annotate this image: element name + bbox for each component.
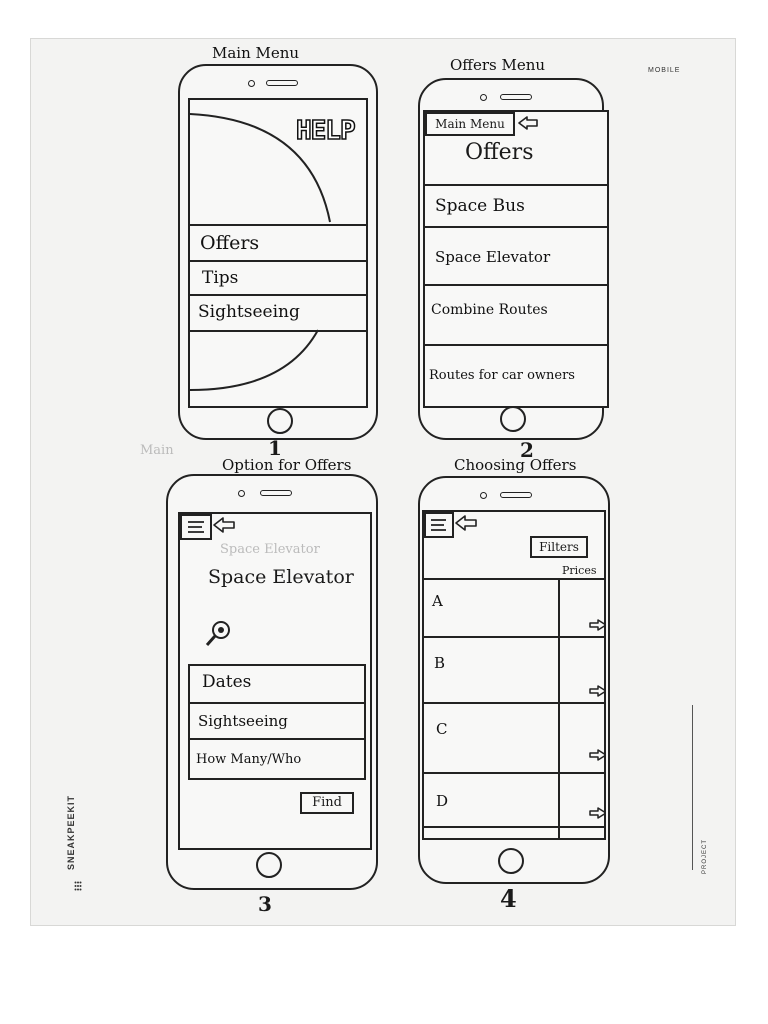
screen-2-number: 2	[520, 438, 534, 462]
option-label: Dates	[202, 672, 252, 692]
options-list: Dates Sightseeing How Many/Who	[188, 664, 366, 780]
screen-3-number: 3	[258, 892, 272, 916]
table-header-divider	[424, 578, 604, 580]
row-divider	[424, 826, 604, 828]
camera-icon	[480, 94, 487, 101]
menu-item-offers[interactable]: Offers	[190, 224, 366, 260]
option-label: How Many/Who	[196, 752, 302, 767]
globe-sketch	[190, 113, 331, 391]
camera-icon	[480, 492, 487, 499]
phone-1: HELP Offers Tips Sightseeing	[178, 64, 378, 440]
help-button[interactable]: HELP	[295, 115, 356, 147]
menu-item-tips[interactable]: Tips	[190, 260, 366, 296]
screen-1-number: 1	[268, 436, 282, 460]
phone-3: Space Elevator Space Elevator Dates Sigh…	[166, 474, 378, 890]
option-label: Sightseeing	[198, 712, 288, 730]
option-how-many-who[interactable]: How Many/Who	[190, 738, 364, 778]
offer-item-routes-car-owners[interactable]: Routes for car owners	[425, 344, 607, 406]
phone-2: Main Menu Offers Space Bus Space Elevato…	[418, 78, 609, 440]
prices-column-header: Prices	[562, 564, 597, 577]
hamburger-menu-button[interactable]	[424, 512, 454, 538]
offer-row-a[interactable]: A	[424, 580, 604, 636]
space-elevator-heading: Space Elevator	[208, 566, 354, 588]
speaker-icon	[500, 492, 532, 498]
offer-item-space-elevator[interactable]: Space Elevator	[425, 226, 607, 288]
menu-divider	[190, 330, 366, 332]
screen-2-title: Offers Menu	[450, 56, 546, 74]
offer-item-label: Space Elevator	[435, 248, 551, 266]
offer-row-label: A	[432, 592, 443, 610]
screen-1-title: Main Menu	[212, 44, 300, 62]
brand-label: SNEAKPEEKIT	[66, 794, 76, 870]
offer-row-d[interactable]: D	[424, 774, 604, 826]
hamburger-menu-button[interactable]	[180, 514, 212, 540]
back-arrow-icon[interactable]	[212, 516, 236, 534]
menu-item-sightseeing[interactable]: Sightseeing	[190, 294, 366, 330]
arrow-right-icon[interactable]	[588, 806, 606, 820]
offer-row-label: B	[434, 654, 446, 672]
back-arrow-icon[interactable]	[454, 514, 478, 532]
mobile-label: MOBILE	[648, 67, 681, 74]
screen-4: Filters Prices A B C D	[422, 510, 606, 840]
camera-icon	[248, 80, 255, 87]
speaker-icon	[260, 490, 292, 496]
grid-dots-icon	[74, 876, 82, 891]
speaker-icon	[500, 94, 532, 100]
find-button[interactable]: Find	[300, 792, 354, 814]
camera-icon	[238, 490, 245, 497]
offer-item-label: Space Bus	[435, 196, 525, 216]
screen-4-number: 4	[500, 884, 517, 913]
project-rule	[692, 705, 693, 870]
arrow-right-icon[interactable]	[588, 748, 606, 762]
hamburger-icon	[188, 521, 204, 533]
offer-item-space-bus[interactable]: Space Bus	[425, 184, 607, 228]
offer-item-label: Routes for car owners	[429, 368, 575, 383]
home-button[interactable]	[498, 848, 524, 874]
offer-row-label: D	[436, 792, 449, 810]
stray-mark-main: Main	[140, 443, 174, 458]
arrow-right-icon[interactable]	[588, 684, 606, 698]
back-arrow-icon[interactable]	[517, 115, 539, 131]
home-button[interactable]	[500, 406, 526, 432]
offer-row-c[interactable]: C	[424, 704, 604, 772]
menu-item-label: Tips	[202, 268, 239, 288]
row-divider	[424, 702, 604, 704]
arrow-right-icon[interactable]	[588, 618, 606, 632]
screen-4-title: Choosing Offers	[454, 456, 577, 474]
row-divider	[424, 636, 604, 638]
prices-column-divider	[558, 578, 560, 838]
main-menu-back-button[interactable]: Main Menu	[425, 112, 515, 136]
home-button[interactable]	[267, 408, 293, 434]
option-dates[interactable]: Dates	[190, 666, 364, 702]
offers-heading: Offers	[465, 140, 534, 165]
option-sightseeing[interactable]: Sightseeing	[190, 702, 364, 740]
filters-button[interactable]: Filters	[530, 536, 588, 558]
map-pin-icon	[205, 621, 230, 646]
screen-1: HELP Offers Tips Sightseeing	[188, 98, 368, 408]
offer-item-combine-routes[interactable]: Combine Routes	[425, 284, 607, 346]
offer-row-b[interactable]: B	[424, 638, 604, 702]
menu-item-label: Sightseeing	[198, 302, 300, 322]
screen-3-title: Option for Offers	[222, 456, 352, 474]
menu-item-label: Offers	[200, 232, 260, 254]
project-label: PROJECT	[702, 838, 708, 874]
paper-sheet	[30, 38, 736, 926]
stray-mark-space-elevator: Space Elevator	[220, 542, 320, 557]
row-divider	[424, 772, 604, 774]
offer-row-label: C	[436, 720, 448, 738]
phone-4: Filters Prices A B C D	[418, 476, 610, 884]
speaker-icon	[266, 80, 298, 86]
home-button[interactable]	[256, 852, 282, 878]
screen-2: Main Menu Offers Space Bus Space Elevato…	[423, 110, 609, 408]
hamburger-icon	[431, 519, 446, 531]
screen-3: Space Elevator Space Elevator Dates Sigh…	[178, 512, 372, 850]
offer-item-label: Combine Routes	[431, 302, 548, 318]
